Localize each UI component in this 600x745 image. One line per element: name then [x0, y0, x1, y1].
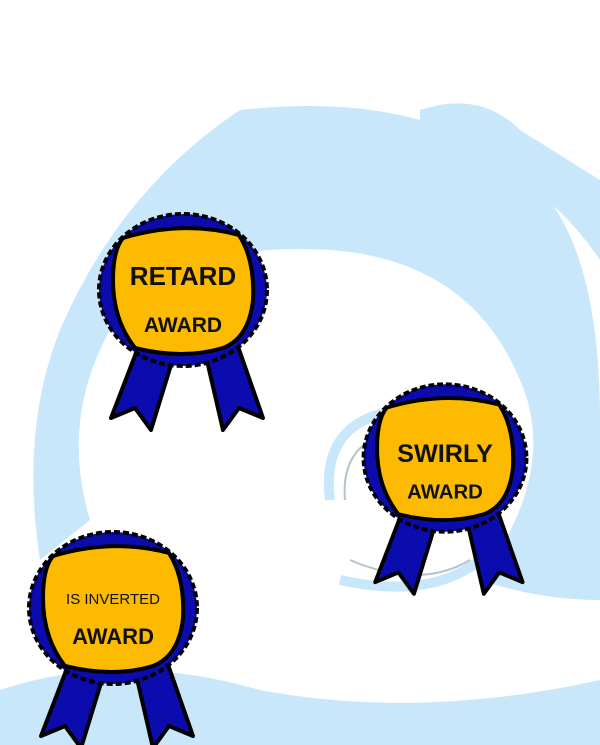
award-subtitle: AWARD [144, 314, 222, 337]
award-subtitle: AWARD [407, 482, 483, 504]
award-ribbon-is-inverted: IS INVERTED AWARD [27, 530, 199, 745]
award-ribbon-retard: RETARD AWARD [97, 212, 269, 432]
award-subtitle: AWARD [72, 624, 154, 649]
award-title: RETARD [130, 261, 236, 291]
award-title: IS INVERTED [66, 591, 160, 608]
award-ribbon-swirly: SWIRLY AWARD [361, 382, 529, 596]
award-title: SWIRLY [397, 440, 493, 468]
